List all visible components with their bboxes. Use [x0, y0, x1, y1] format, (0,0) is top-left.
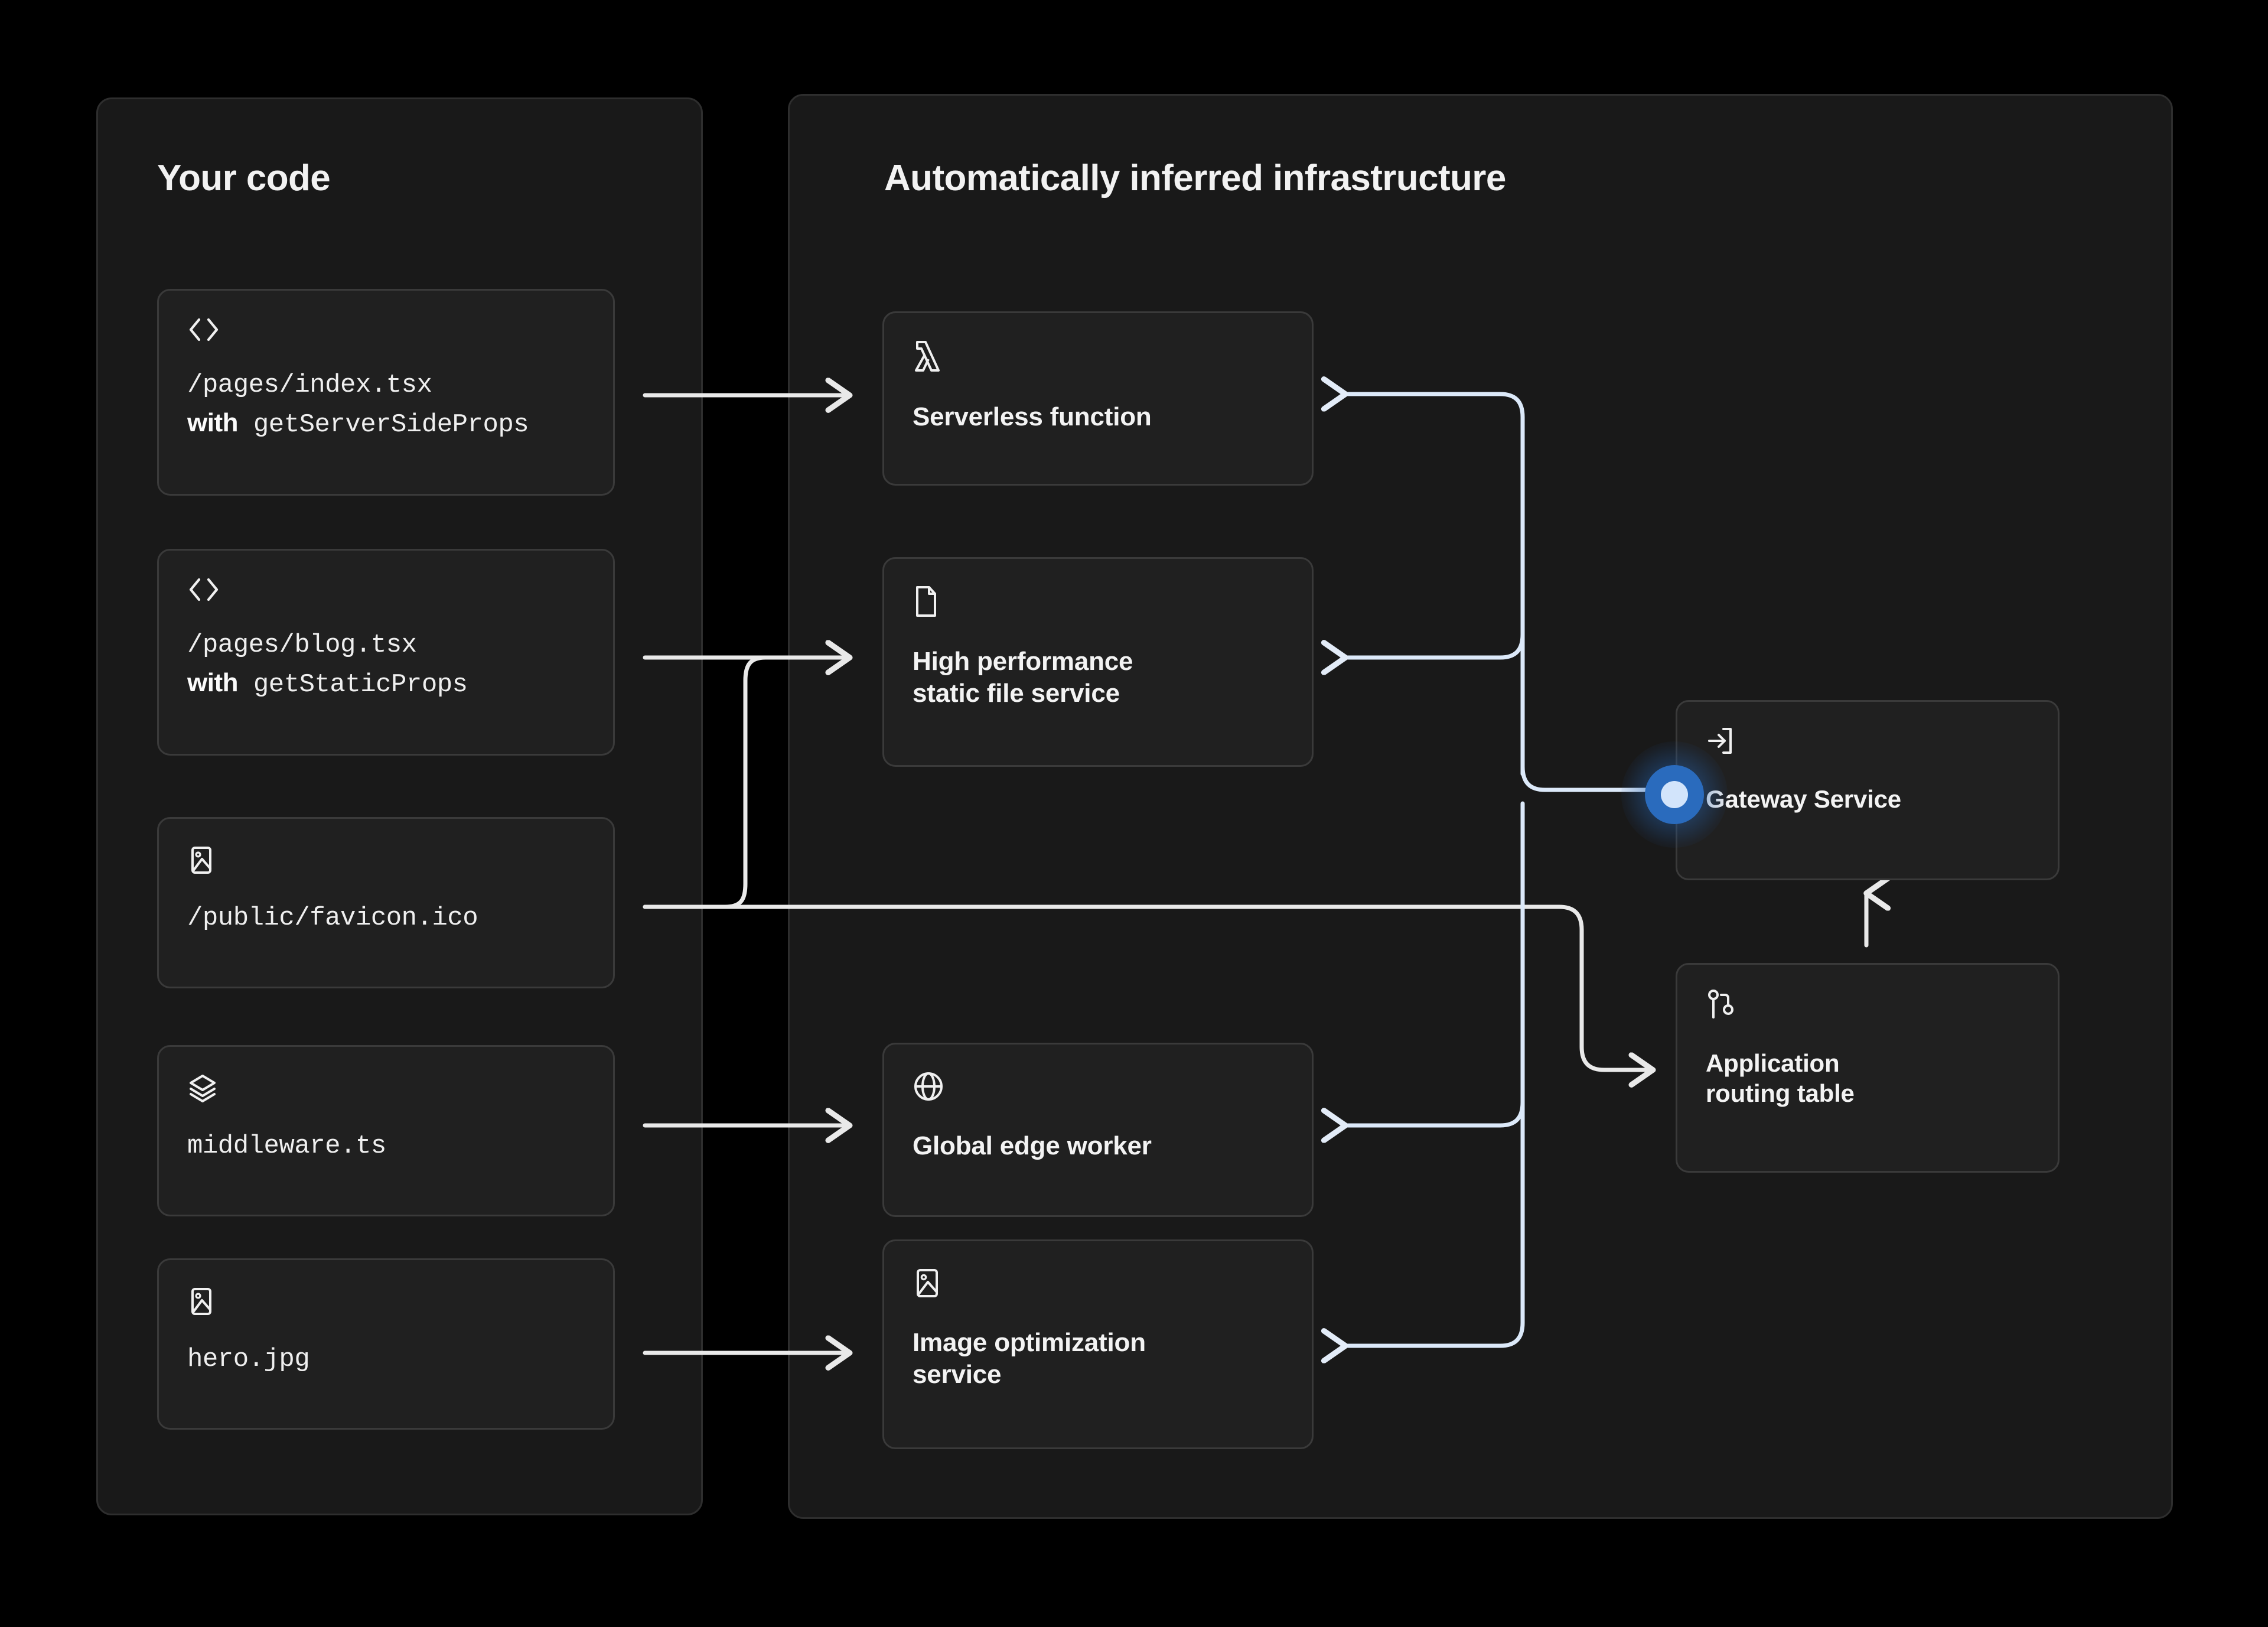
hook-name: getStaticProps — [253, 670, 468, 699]
code-brackets-icon — [187, 317, 585, 346]
image-icon — [913, 1267, 1283, 1302]
code-card-favicon[interactable]: /public/favicon.ico — [157, 817, 615, 988]
layers-icon — [187, 1073, 585, 1107]
hook-name: getServerSideProps — [253, 410, 529, 440]
infra-card-serverless-function[interactable]: Serverless function — [882, 311, 1314, 486]
infra-card-gateway-service[interactable]: Gateway Service — [1676, 700, 2060, 880]
log-in-icon — [1706, 725, 2029, 759]
image-icon — [187, 845, 585, 878]
panel-title-your-code: Your code — [157, 158, 331, 199]
image-icon — [187, 1286, 585, 1320]
infra-card-label: Gateway Service — [1706, 785, 1901, 813]
infra-card-label: Application routing table — [1706, 1049, 1855, 1108]
infra-card-label: High performance static file service — [913, 647, 1133, 708]
infra-card-static-file-service[interactable]: High performance static file service — [882, 557, 1314, 767]
code-card-path: middleware.ts — [187, 1131, 386, 1161]
code-card-blog[interactable]: /pages/blog.tsx with getStaticProps — [157, 549, 615, 756]
infra-card-label: Global edge worker — [913, 1131, 1152, 1160]
with-keyword: with — [187, 668, 238, 697]
code-card-hook-line: with getServerSideProps — [187, 408, 585, 440]
node-core — [1661, 781, 1688, 808]
code-card-index[interactable]: /pages/index.tsx with getServerSideProps — [157, 289, 615, 496]
file-icon — [913, 585, 1283, 621]
infra-card-label: Image optimization service — [913, 1328, 1146, 1389]
panel-title-inferred-infrastructure: Automatically inferred infrastructure — [884, 158, 1506, 199]
with-keyword: with — [187, 408, 238, 437]
infra-card-image-optimization-service[interactable]: Image optimization service — [882, 1239, 1314, 1449]
code-card-path: /public/favicon.ico — [187, 903, 478, 933]
code-brackets-icon — [187, 577, 585, 606]
code-card-middleware[interactable]: middleware.ts — [157, 1045, 615, 1216]
gateway-entry-node[interactable] — [1621, 741, 1728, 848]
git-branch-icon — [1706, 988, 2029, 1023]
code-card-path: /pages/blog.tsx — [187, 630, 417, 660]
code-card-path: /pages/index.tsx — [187, 370, 432, 400]
code-card-hook-line: with getStaticProps — [187, 668, 585, 699]
code-card-hero[interactable]: hero.jpg — [157, 1258, 615, 1430]
code-card-path: hero.jpg — [187, 1345, 310, 1374]
infra-card-global-edge-worker[interactable]: Global edge worker — [882, 1043, 1314, 1217]
globe-icon — [913, 1070, 1283, 1105]
infra-card-application-routing-table[interactable]: Application routing table — [1676, 963, 2060, 1173]
lambda-icon — [913, 339, 1283, 376]
infra-card-label: Serverless function — [913, 402, 1152, 431]
